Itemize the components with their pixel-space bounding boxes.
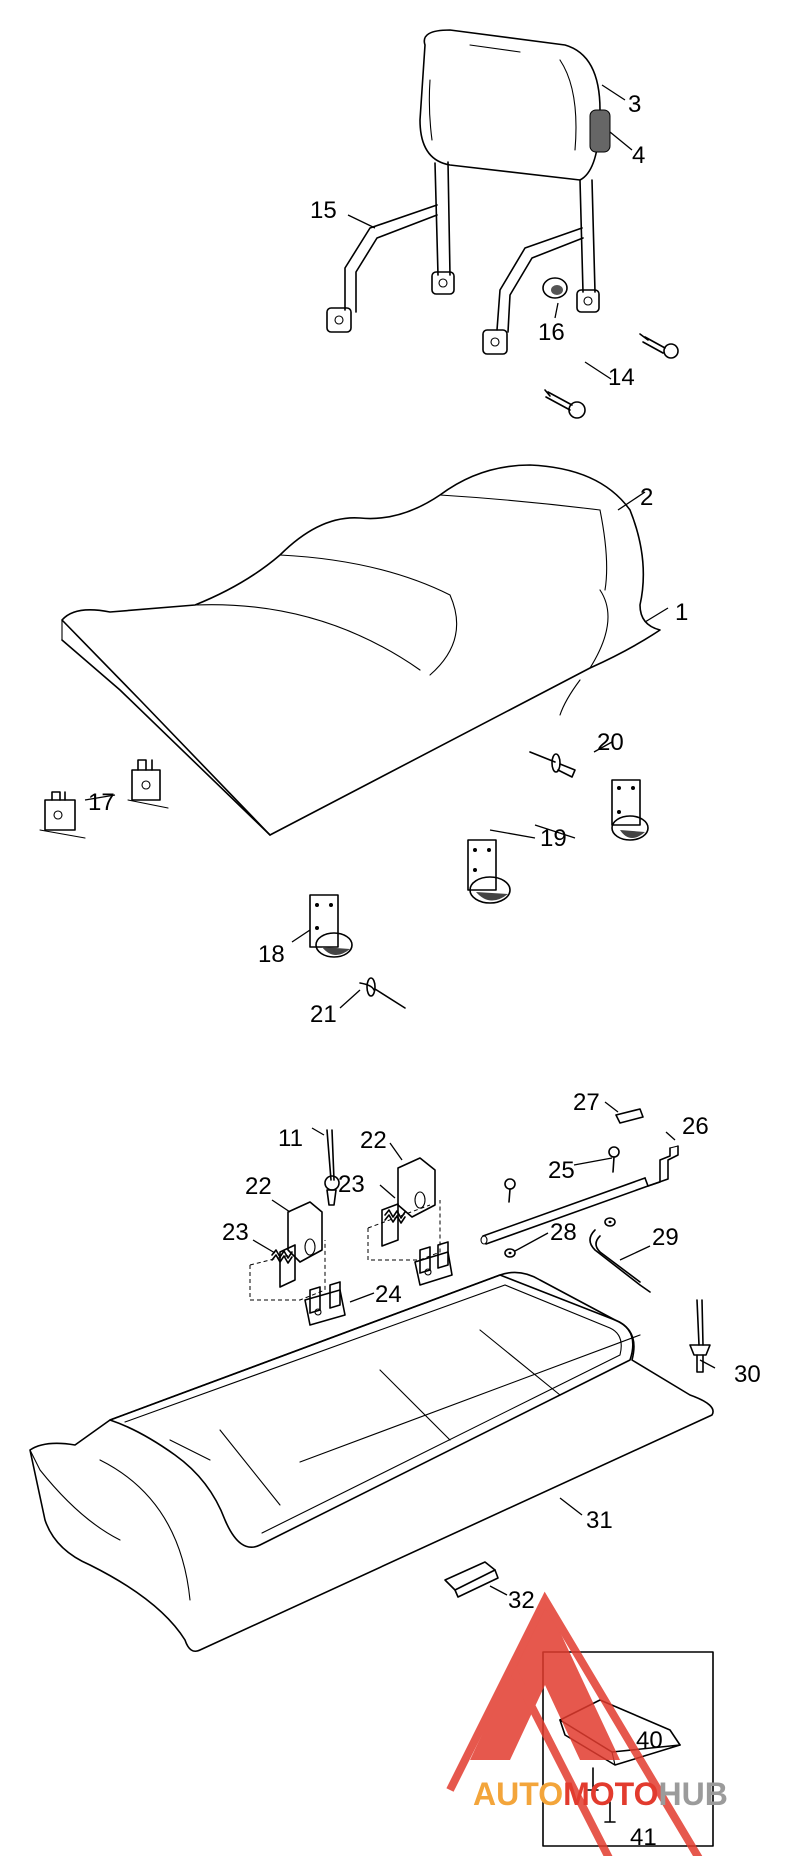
callout-1: 1 [675, 599, 688, 626]
callout-19: 19 [540, 825, 567, 852]
washers [504, 1217, 616, 1258]
callout-24: 24 [375, 1281, 402, 1308]
callout-31: 31 [586, 1507, 613, 1534]
pin-27 [615, 1108, 644, 1124]
callout-18: 18 [258, 941, 285, 968]
callout-2: 2 [640, 484, 653, 511]
callout-30: 30 [734, 1361, 761, 1388]
callout-41: 41 [630, 1824, 657, 1851]
rivet-upper [529, 751, 576, 778]
small-screw-lower [504, 1178, 516, 1203]
backrest-frame [326, 161, 600, 355]
small-screw-upper [608, 1146, 620, 1173]
svg-text:AUTOMOTOHUB: AUTOMOTOHUB [473, 1776, 728, 1812]
bolt-upper [639, 333, 679, 359]
watermark-logo [446, 1591, 703, 1856]
callout-22-left: 22 [245, 1173, 272, 1200]
rubber-pad [444, 1561, 499, 1598]
callout-23-right: 23 [338, 1171, 365, 1198]
callout-23-left: 23 [222, 1219, 249, 1246]
release-rod [480, 1145, 679, 1245]
hinge-plate-right [414, 1241, 453, 1286]
bolt-lower [544, 389, 586, 419]
watermark-moto: MOTO [563, 1776, 658, 1812]
callout-26: 26 [682, 1113, 709, 1140]
latch-bracket-rear [611, 779, 649, 841]
callout-32: 32 [508, 1587, 535, 1614]
callout-22-right: 22 [360, 1127, 387, 1154]
hinge-bracket-pair [39, 759, 169, 839]
watermark-auto: AUTO [473, 1776, 563, 1812]
callout-21: 21 [310, 1001, 337, 1028]
seat-assembly [61, 464, 661, 836]
spring-right [384, 1209, 406, 1224]
callout-14: 14 [608, 364, 635, 391]
spacer-bushing [542, 277, 568, 299]
backrest-pad [419, 29, 611, 181]
rivet-lower [359, 977, 406, 1009]
callout-17: 17 [88, 789, 115, 816]
storage-tray [29, 1271, 714, 1653]
callout-25: 25 [548, 1157, 575, 1184]
callout-15: 15 [310, 197, 337, 224]
latch-block-right [367, 1157, 441, 1261]
callout-16: 16 [538, 319, 565, 346]
callout-11: 11 [278, 1125, 303, 1152]
wire-clip [589, 1229, 651, 1293]
leader-lines [84, 84, 716, 1596]
callout-4: 4 [632, 142, 645, 169]
callout-40: 40 [636, 1727, 663, 1754]
callouts: 1 2 3 4 11 14 15 16 17 18 19 20 21 22 22… [88, 91, 761, 1851]
callout-3: 3 [628, 91, 641, 118]
callout-20: 20 [597, 729, 624, 756]
long-pin [324, 1129, 340, 1206]
latch-bracket-front [467, 839, 511, 904]
callout-29: 29 [652, 1224, 679, 1251]
long-rivet [689, 1299, 711, 1373]
latch-bracket-side [309, 894, 353, 958]
spring-left [271, 1249, 293, 1264]
latch-block-left [249, 1201, 326, 1301]
hinge-plate-left [304, 1281, 346, 1326]
callout-27: 27 [573, 1089, 600, 1116]
watermark-hub: HUB [658, 1776, 727, 1812]
callout-28: 28 [550, 1219, 577, 1246]
